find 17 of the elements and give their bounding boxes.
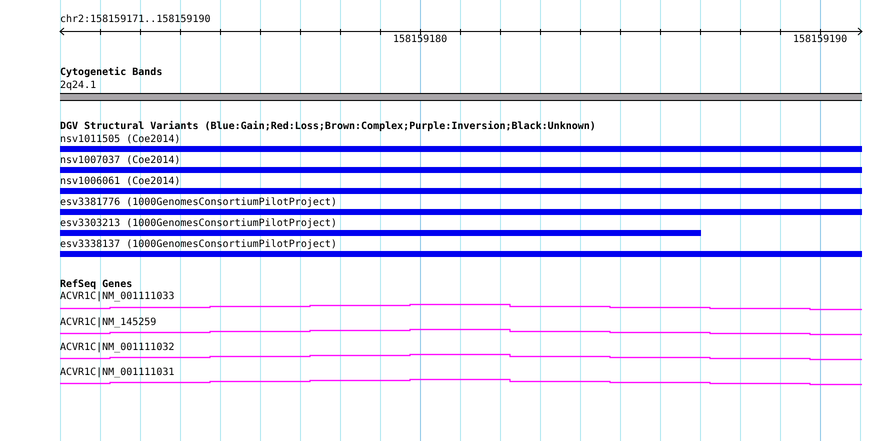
transcript-label: ACVR1C|NM_001111031 (60, 367, 174, 379)
variant-label: esv3303213 (1000GenomesConsortiumPilotProject) (60, 218, 337, 230)
track-title: RefSeq Genes (60, 279, 132, 291)
variant-label: esv3338137 (1000GenomesConsortiumPilotProject) (60, 239, 337, 251)
tick-label: 158159190 (793, 34, 848, 46)
band-label: 2q24.1 (60, 80, 96, 92)
variant-label: nsv1011505 (Coe2014) (60, 134, 180, 146)
variant-label: esv3381776 (1000GenomesConsortiumPilotProject) (60, 197, 337, 209)
transcript-label: ACVR1C|NM_145259 (60, 317, 156, 329)
coordinate-range: chr2:158159171..158159190 (60, 14, 211, 26)
transcript-label: ACVR1C|NM_001111032 (60, 342, 174, 354)
variant-label: nsv1006061 (Coe2014) (60, 176, 180, 188)
variant-label: nsv1007037 (Coe2014) (60, 155, 180, 167)
track-title: DGV Structural Variants (Blue:Gain;Red:Loss;Brown:Complex;Purple:Inversion;Black:Unknown) (60, 121, 596, 133)
transcript-label: ACVR1C|NM_001111033 (60, 291, 174, 303)
track-title: Cytogenetic Bands (60, 67, 162, 79)
tick-label: 158159180 (393, 34, 448, 46)
